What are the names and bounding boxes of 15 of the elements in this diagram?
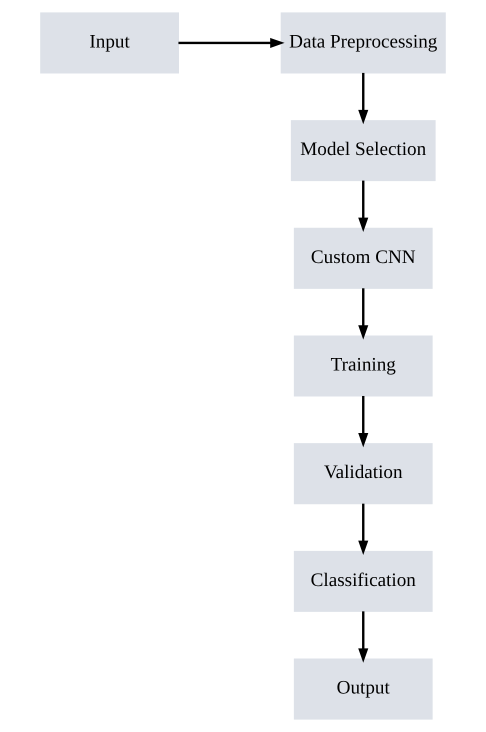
node-box: Model Selection: [290, 120, 436, 182]
node-box: Data Preprocessing: [280, 12, 446, 74]
arrow: [358, 611, 368, 663]
arrow: [358, 72, 368, 124]
node-box: Classification: [294, 550, 433, 612]
node-box: Training: [294, 335, 433, 397]
node-box: Input: [40, 12, 179, 74]
arrow: [358, 180, 368, 232]
arrow: [358, 504, 368, 556]
arrow: [178, 38, 285, 48]
arrow: [358, 288, 368, 340]
node-box: Validation: [294, 443, 433, 504]
arrow: [358, 396, 368, 448]
node-box: Custom CNN: [294, 228, 433, 289]
node-box: Output: [294, 658, 433, 720]
